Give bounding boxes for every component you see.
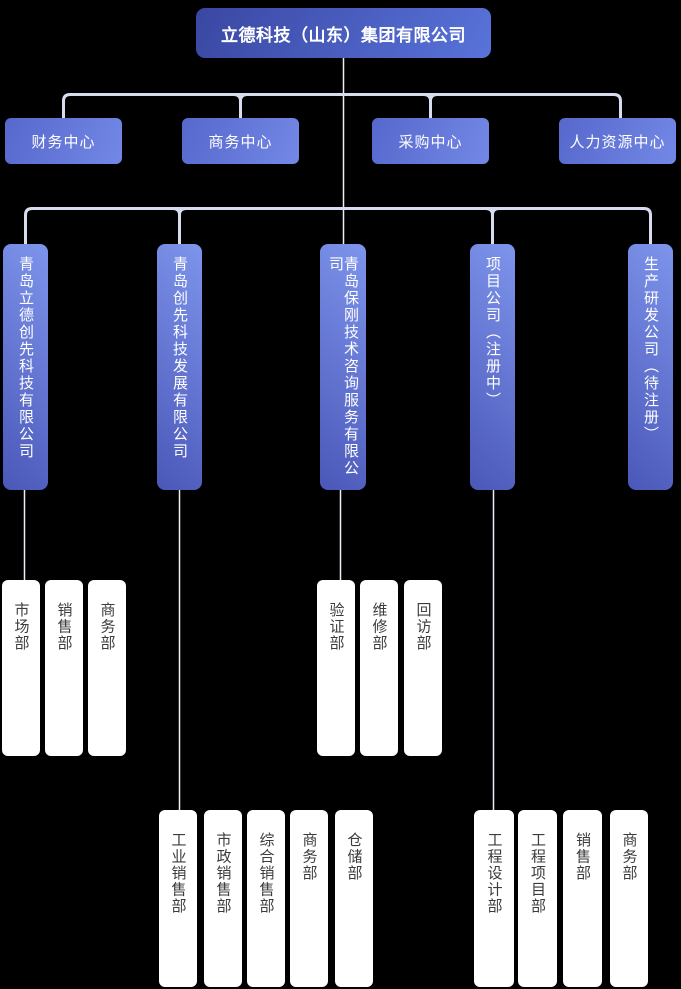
- dept-warehouse-node: 仓储部: [335, 810, 373, 987]
- dept-label: 维修部: [370, 602, 388, 652]
- dept-label: 销售部: [574, 832, 591, 882]
- connector-centers-network: [62, 93, 622, 119]
- company-label: 青岛保刚技术咨询服务有限公司: [327, 256, 359, 477]
- dept-label: 回访部: [414, 602, 432, 652]
- dept-verification-node: 验证部: [317, 580, 355, 756]
- dept-label: 市场部: [12, 602, 30, 652]
- company-label: 项目公司（注册中）: [484, 256, 501, 409]
- dept-general-sales-node: 综合销售部: [247, 810, 285, 987]
- dept-label: 商务部: [300, 832, 318, 882]
- finance-center-node: 财务中心: [5, 118, 122, 164]
- company-qingdao-lide-chuangxian-node: 青岛立德创先科技有限公司: [3, 244, 48, 490]
- procurement-center-node: 采购中心: [372, 118, 489, 164]
- company-production-rd-node: 生产研发公司（待注册）: [628, 244, 673, 490]
- dept-sales-node: 销售部: [45, 580, 83, 756]
- root-company-node: 立德科技（山东）集团有限公司: [196, 8, 491, 58]
- dept-label: 商务部: [98, 602, 116, 652]
- procurement-center-label: 采购中心: [398, 133, 463, 151]
- dept-municipal-sales-node: 市政销售部: [204, 810, 242, 987]
- dept-label: 仓储部: [345, 832, 363, 882]
- company-label: 青岛立德创先科技有限公司: [17, 256, 34, 460]
- dept-business-node: 商务部: [290, 810, 328, 987]
- company-qingdao-baogang-consulting-node: 青岛保刚技术咨询服务有限公司: [320, 244, 366, 490]
- connector-companies-network: [24, 207, 652, 245]
- dept-maintenance-node: 维修部: [360, 580, 398, 756]
- dept-label: 工程项目部: [529, 832, 546, 915]
- hr-center-label: 人力资源中心: [569, 133, 666, 151]
- dept-label: 工业销售部: [169, 832, 187, 915]
- dept-sales-node: 销售部: [563, 810, 602, 987]
- dept-industrial-sales-node: 工业销售部: [159, 810, 197, 987]
- dept-label: 工程设计部: [485, 832, 503, 915]
- dept-engineering-design-node: 工程设计部: [474, 810, 514, 987]
- dept-label: 商务部: [620, 832, 638, 882]
- dept-engineering-project-node: 工程项目部: [518, 810, 557, 987]
- company-label: 青岛创先科技发展有限公司: [171, 256, 188, 460]
- dept-follow-up-node: 回访部: [404, 580, 442, 756]
- business-center-label: 商务中心: [208, 133, 273, 151]
- dept-label: 综合销售部: [257, 832, 275, 915]
- dept-business-node: 商务部: [610, 810, 648, 987]
- hr-center-node: 人力资源中心: [559, 118, 676, 164]
- company-qingdao-chuangxian-tech-node: 青岛创先科技发展有限公司: [157, 244, 202, 490]
- dept-label: 销售部: [55, 602, 73, 652]
- root-company-label: 立德科技（山东）集团有限公司: [221, 25, 466, 45]
- dept-business-node: 商务部: [88, 580, 126, 756]
- business-center-node: 商务中心: [182, 118, 299, 164]
- dept-marketing-node: 市场部: [2, 580, 40, 756]
- company-project-registering-node: 项目公司（注册中）: [470, 244, 515, 490]
- dept-label: 验证部: [327, 602, 345, 652]
- dept-label: 市政销售部: [214, 832, 232, 915]
- company-label: 生产研发公司（待注册）: [642, 256, 659, 443]
- finance-center-label: 财务中心: [31, 133, 96, 151]
